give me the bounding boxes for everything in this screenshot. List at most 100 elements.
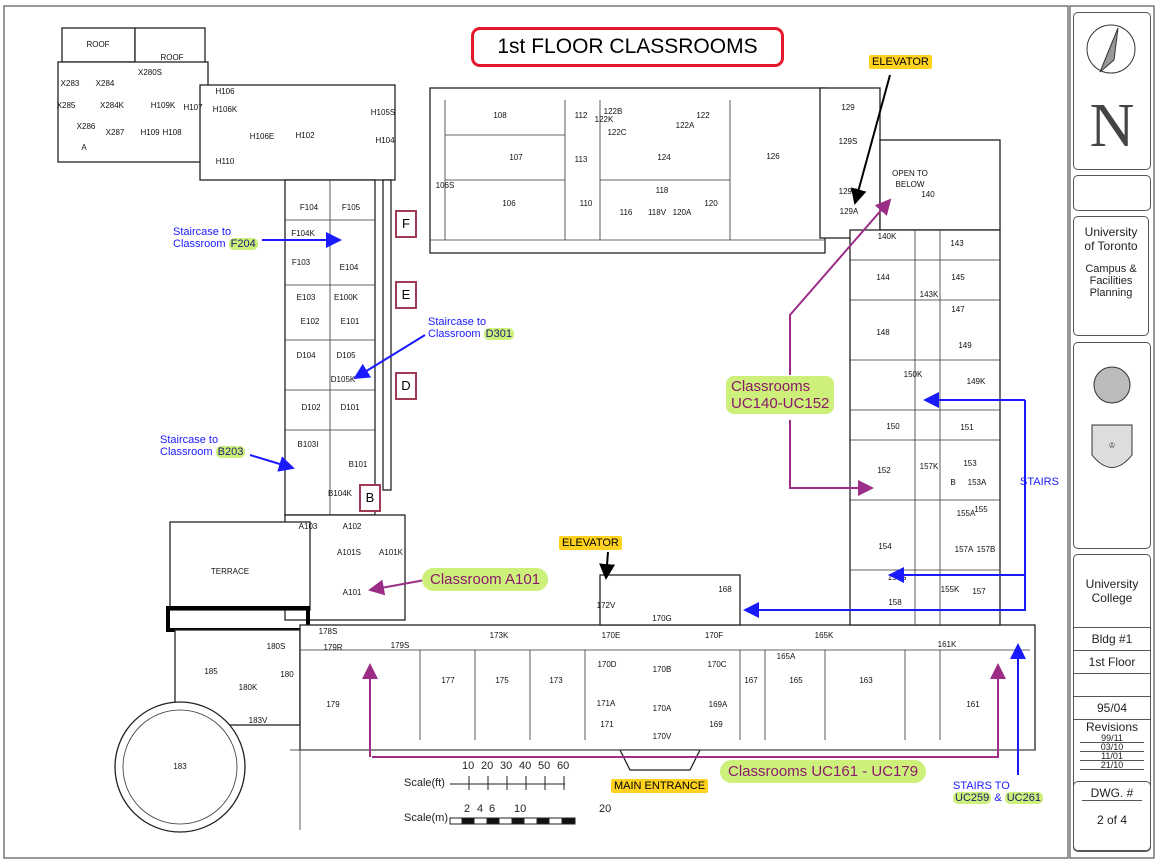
stairs-to-note: STAIRS TO UC259 & UC261: [953, 780, 1043, 804]
room-label: 124: [657, 153, 671, 162]
room-label: 157: [972, 587, 986, 596]
room-label: 118V: [648, 208, 667, 217]
scale-ft-tick: 10: [462, 760, 475, 772]
room-label: 143K: [920, 290, 939, 299]
room-label: 169: [709, 720, 723, 729]
room-label: 110: [580, 199, 593, 208]
drawing-date: 95/04: [1074, 697, 1150, 720]
room-label: 179S: [391, 641, 410, 650]
room-label: ROOF: [86, 40, 109, 49]
room-label: 178S: [319, 627, 338, 636]
room-highlight: UC259: [953, 792, 992, 804]
stair-arrows: [249, 232, 1026, 775]
room-label: 161K: [938, 640, 957, 649]
room-label: 145: [951, 273, 965, 282]
room-label: 122A: [676, 121, 695, 130]
room-label: 140: [921, 190, 935, 199]
room-label: D102: [301, 403, 321, 412]
elevator-arrows: [599, 74, 891, 580]
wing-d-marker: D: [395, 372, 417, 400]
room-label: 165A: [777, 652, 796, 661]
note-line: Staircase to: [428, 316, 487, 328]
room-label: X284: [96, 79, 115, 88]
dwg-label: DWG. #: [1082, 786, 1142, 801]
room-label: X283: [61, 79, 80, 88]
room-label: 155A: [957, 509, 976, 518]
scale-m-tick: 4: [477, 803, 484, 815]
room-label: F103: [292, 258, 311, 267]
room-label: F105: [342, 203, 361, 212]
room-label: 143: [950, 239, 964, 248]
scale-m-tick: 6: [489, 803, 496, 815]
room-label: 175: [495, 676, 509, 685]
room-label: H106K: [213, 105, 238, 114]
classroom-arrows: [362, 198, 1006, 758]
room-label: 171: [600, 720, 614, 729]
room-label: 170F: [705, 631, 723, 640]
classrooms-uc161-label: Classrooms UC161 - UC179: [720, 760, 927, 783]
room-label: B103I: [298, 440, 319, 449]
page-title: 1st FLOOR CLASSROOMS: [471, 27, 784, 67]
scale-ft-label: Scale(ft): [404, 777, 445, 789]
room-label: 165K: [815, 631, 834, 640]
room-label: 149: [958, 341, 972, 350]
institution-panel: University of Toronto Campus & Facilitie…: [1073, 216, 1149, 336]
room-label: B: [950, 478, 955, 487]
drawing-number-box: DWG. # 2 of 4: [1073, 781, 1151, 851]
building-info-panel: University College Bldg #1 1st Floor 95/…: [1073, 554, 1151, 852]
room-label: 163: [859, 676, 873, 685]
room-label: H110: [216, 157, 235, 166]
room-label: 170A: [653, 704, 672, 713]
room-label: E102: [301, 317, 320, 326]
room-label: X284K: [100, 101, 125, 110]
room-label: 173: [549, 676, 563, 685]
room-label: 171A: [597, 699, 616, 708]
room-label: 185: [204, 667, 218, 676]
room-label: B101: [349, 460, 368, 469]
room-label: A101K: [379, 548, 404, 557]
room-label: 126: [766, 152, 780, 161]
building-name: University College: [1074, 555, 1150, 628]
crest-panel: [1073, 342, 1151, 549]
university-crest-icon: ♔: [1091, 366, 1133, 468]
room-label: 157K: [920, 462, 939, 471]
room-label: D101: [340, 403, 360, 412]
note-line: Classrooms: [731, 378, 811, 395]
room-label: H102: [295, 131, 315, 140]
room-label: 140K: [878, 232, 897, 241]
room-label: H104: [375, 136, 395, 145]
room-label: 170E: [602, 631, 621, 640]
room-label: A: [81, 143, 87, 152]
room-label: 170C: [707, 660, 726, 669]
staircase-f204-note: Staircase to Classroom F204: [173, 226, 258, 250]
main-entrance-label: MAIN ENTRANCE: [611, 779, 709, 793]
drawing-frame: [3, 5, 1069, 859]
room-label: 170D: [597, 660, 616, 669]
room-label: 147: [951, 305, 965, 314]
wing-f-marker: F: [395, 210, 417, 238]
note-line: STAIRS TO: [953, 780, 1010, 792]
room-label: F104K: [291, 229, 315, 238]
room-label: X280S: [138, 68, 162, 77]
room-label: 180K: [239, 683, 258, 692]
wing-e-marker: E: [395, 281, 417, 309]
note-line: Classroom: [173, 238, 226, 250]
scale-ft-tick: 60: [557, 760, 570, 772]
room-label: X285: [57, 101, 76, 110]
floor-name: 1st Floor: [1074, 651, 1150, 674]
note-line: Staircase to: [173, 226, 232, 238]
note-line: &: [994, 792, 1002, 804]
room-label: 108: [493, 111, 507, 120]
room-label: 150K: [904, 370, 923, 379]
room-label: 180S: [267, 642, 286, 651]
room-label: TERRACE: [211, 567, 249, 576]
room-label: H107: [183, 103, 203, 112]
room-label: 120A: [673, 208, 692, 217]
room-label: 179R: [323, 643, 342, 652]
revision-date: 21/10: [1080, 761, 1144, 770]
room-label: 120: [704, 199, 718, 208]
blank-cell: [1074, 674, 1150, 697]
room-label: 172V: [597, 601, 616, 610]
room-label: 129: [841, 103, 855, 112]
scale-bar-ft: [450, 776, 565, 790]
